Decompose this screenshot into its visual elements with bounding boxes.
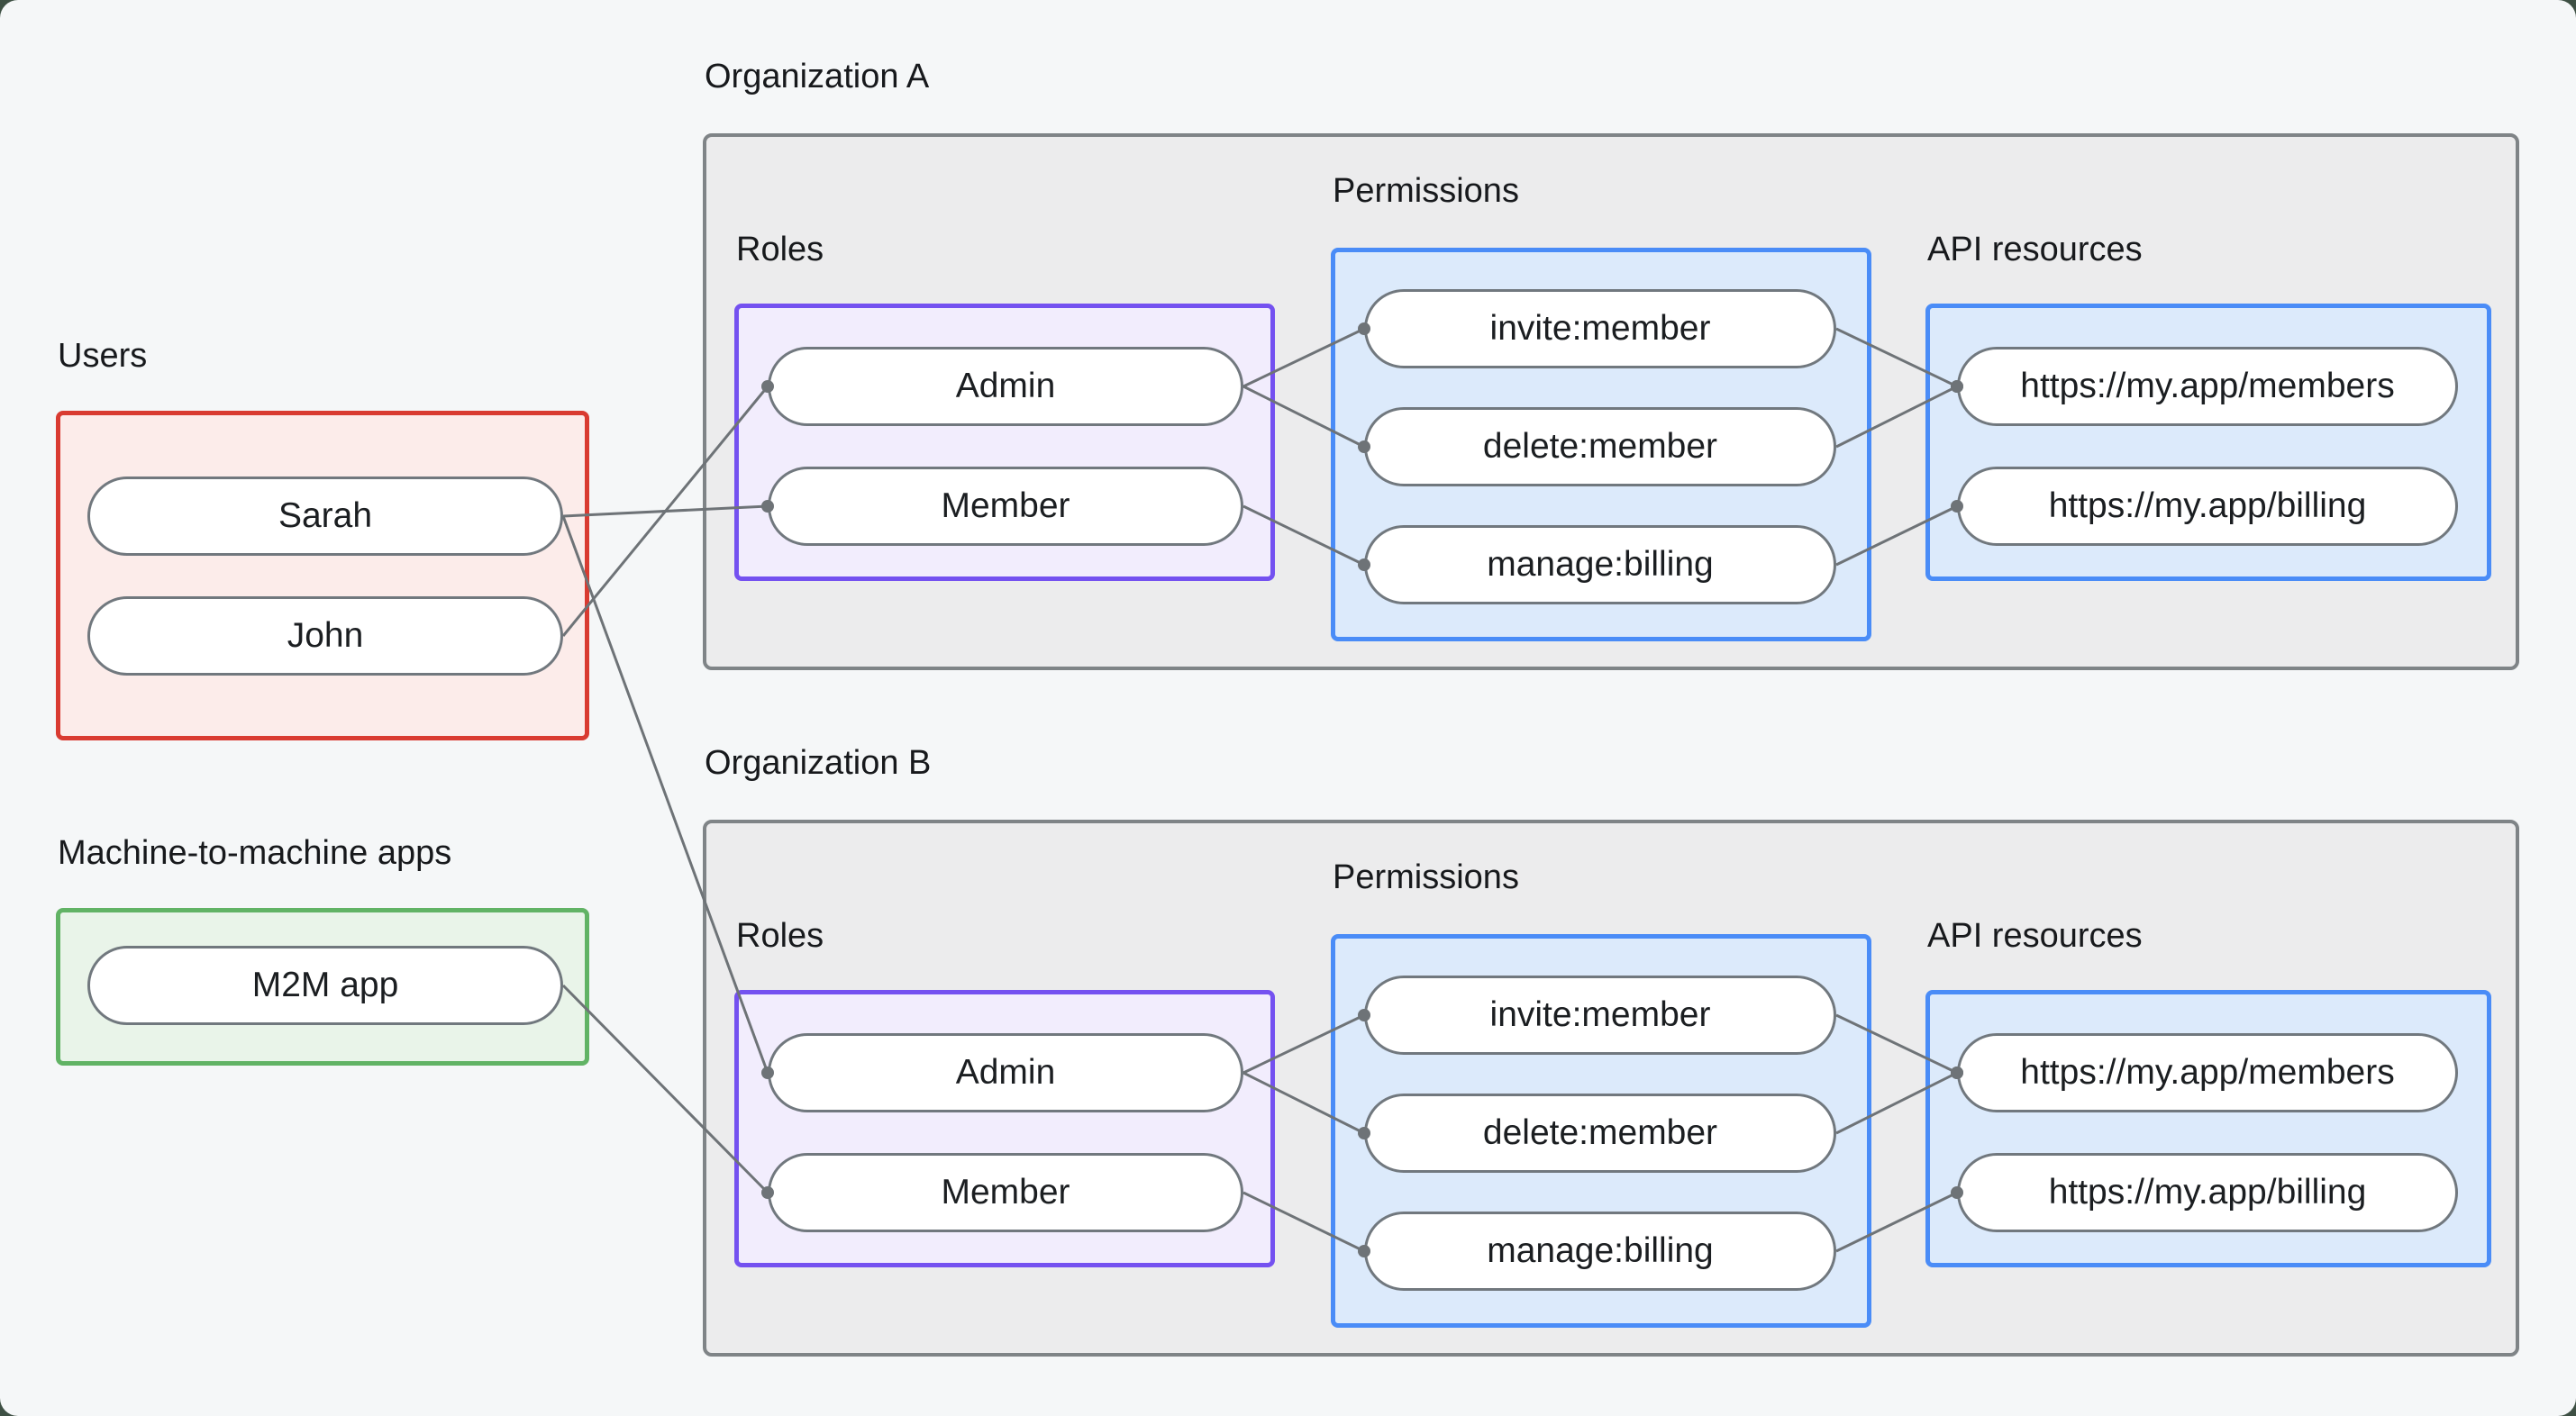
- node-members-api-org-a: https://my.app/members: [1957, 347, 2458, 426]
- node-manage-billing-org-a: manage:billing: [1364, 525, 1836, 604]
- users-group-box: [56, 411, 589, 740]
- node-sarah: Sarah: [87, 477, 563, 556]
- org-b-api-resources-label: API resources: [1927, 917, 2143, 955]
- node-m2m-app: M2M app: [87, 946, 563, 1025]
- org-b-permissions-label: Permissions: [1333, 858, 1519, 896]
- node-delete-member-org-b: delete:member: [1364, 1094, 1836, 1173]
- node-member-org-a: Member: [768, 467, 1243, 546]
- node-billing-api-org-b: https://my.app/billing: [1957, 1153, 2458, 1232]
- users-group-label: Users: [58, 337, 148, 375]
- node-members-api-org-b: https://my.app/members: [1957, 1033, 2458, 1112]
- org-a-label: Organization A: [705, 58, 930, 95]
- node-delete-member-org-a: delete:member: [1364, 407, 1836, 486]
- node-invite-member-org-a: invite:member: [1364, 289, 1836, 368]
- org-a-permissions-label: Permissions: [1333, 172, 1519, 210]
- node-billing-api-org-a: https://my.app/billing: [1957, 467, 2458, 546]
- m2m-group-label: Machine-to-machine apps: [58, 834, 452, 872]
- node-admin-org-b: Admin: [768, 1033, 1243, 1112]
- node-john: John: [87, 596, 563, 676]
- node-invite-member-org-b: invite:member: [1364, 976, 1836, 1055]
- org-a-api-resources-label: API resources: [1927, 231, 2143, 268]
- node-member-org-b: Member: [768, 1153, 1243, 1232]
- node-admin-org-a: Admin: [768, 347, 1243, 426]
- org-a-roles-label: Roles: [736, 231, 824, 268]
- org-b-roles-label: Roles: [736, 917, 824, 955]
- node-manage-billing-org-b: manage:billing: [1364, 1212, 1836, 1291]
- org-b-label: Organization B: [705, 744, 932, 782]
